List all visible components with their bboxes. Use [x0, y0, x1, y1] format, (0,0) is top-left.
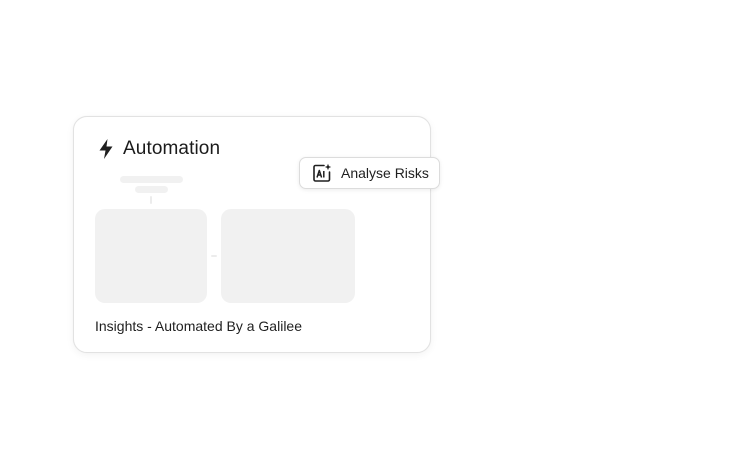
skeleton-connector [211, 255, 217, 257]
card-header: Automation [97, 138, 220, 160]
skeleton-block [221, 209, 355, 303]
ai-sparkle-icon [312, 163, 332, 183]
card-title: Automation [123, 138, 221, 159]
skeleton-line [120, 176, 183, 183]
lightning-bolt-icon [97, 138, 115, 160]
analyse-risks-label: Analyse Risks [341, 165, 429, 181]
skeleton-line [135, 186, 168, 193]
card-footer-text: Insights - Automated By a Galilee [95, 318, 302, 334]
automation-card[interactable]: Automation Insights - Automated By a Gal… [73, 116, 431, 353]
skeleton-block [95, 209, 207, 303]
skeleton-connector [150, 196, 152, 204]
analyse-risks-button[interactable]: Analyse Risks [299, 157, 440, 189]
